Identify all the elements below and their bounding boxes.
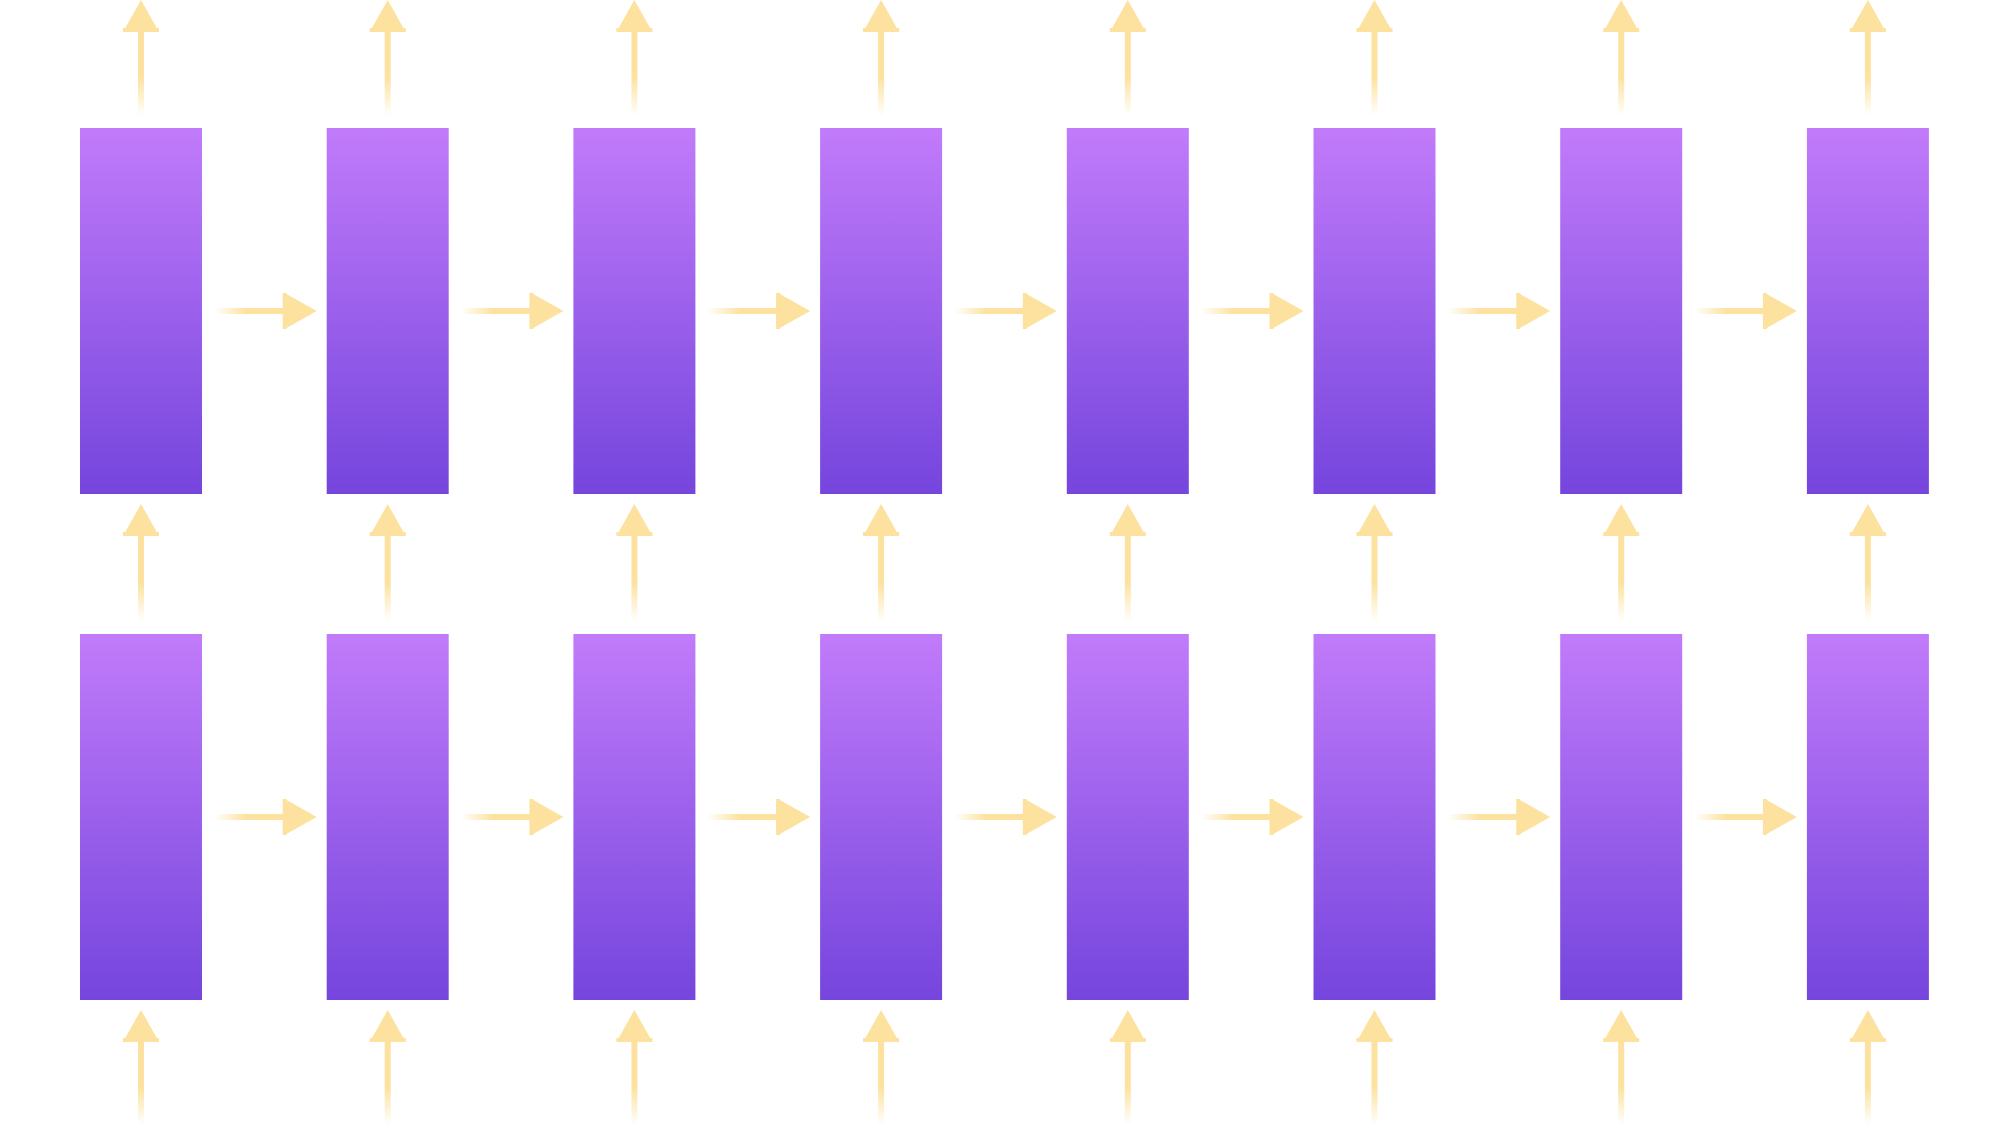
output-arrow-step3 bbox=[616, 0, 653, 116]
rnn-cell-layer2-step6 bbox=[1313, 634, 1436, 1000]
recurrent-arrow-layer1-step2 bbox=[460, 293, 564, 329]
inter-layer-arrow-step3 bbox=[616, 504, 653, 622]
rnn-cell-layer2-step3 bbox=[573, 634, 696, 1000]
rnn-cell-layer1-step3 bbox=[573, 128, 696, 494]
output-arrow-step1 bbox=[123, 0, 159, 116]
input-arrow-step1 bbox=[123, 1010, 159, 1125]
inter-layer-arrow-step1 bbox=[123, 504, 159, 622]
output-arrow-step4 bbox=[863, 0, 900, 116]
inter-layer-arrow-step2 bbox=[369, 504, 406, 622]
rnn-cell-layer2-step5 bbox=[1066, 634, 1189, 1000]
recurrent-arrow-layer1-step3 bbox=[707, 293, 811, 329]
output-arrow-step5 bbox=[1109, 0, 1146, 116]
inter-layer-arrow-step4 bbox=[863, 504, 900, 622]
inter-layer-arrow-step8 bbox=[1849, 504, 1886, 622]
rnn-cell-layer1-step2 bbox=[326, 128, 449, 494]
rnn-cell-layer2-step8 bbox=[1806, 634, 1929, 1000]
recurrent-arrow-layer2-step2 bbox=[460, 799, 564, 835]
input-arrow-step3 bbox=[616, 1010, 653, 1125]
recurrent-arrow-layer2-step3 bbox=[707, 799, 811, 835]
recurrent-arrow-layer2-step4 bbox=[954, 799, 1057, 835]
recurrent-arrow-layer1-step6 bbox=[1447, 293, 1551, 329]
rnn-cell-layer1-step6 bbox=[1313, 128, 1436, 494]
input-arrow-step6 bbox=[1356, 1010, 1393, 1125]
recurrent-arrow-layer1-step4 bbox=[954, 293, 1057, 329]
recurrent-arrow-layer2-step1 bbox=[214, 799, 317, 835]
rnn-cell-layer1-step5 bbox=[1066, 128, 1189, 494]
rnn-cell-layer2-step1 bbox=[80, 634, 202, 1000]
inter-layer-arrow-step6 bbox=[1356, 504, 1393, 622]
input-arrow-step5 bbox=[1109, 1010, 1146, 1125]
inter-layer-arrow-step7 bbox=[1603, 504, 1640, 622]
rnn-cell-layer1-step8 bbox=[1806, 128, 1929, 494]
rnn-cell-layer2-step2 bbox=[326, 634, 449, 1000]
output-arrow-step2 bbox=[369, 0, 406, 116]
recurrent-arrow-layer2-step7 bbox=[1694, 799, 1797, 835]
input-arrow-step4 bbox=[863, 1010, 900, 1125]
rnn-cell-layer1-step1 bbox=[80, 128, 202, 494]
rnn-cell-layer1-step7 bbox=[1560, 128, 1683, 494]
arrows-group bbox=[123, 0, 1886, 1125]
cells-group bbox=[80, 128, 1929, 1000]
recurrent-arrow-layer1-step7 bbox=[1694, 293, 1797, 329]
output-arrow-step8 bbox=[1849, 0, 1886, 116]
input-arrow-step7 bbox=[1603, 1010, 1640, 1125]
recurrent-arrow-layer2-step6 bbox=[1447, 799, 1551, 835]
recurrent-arrow-layer1-step1 bbox=[214, 293, 317, 329]
output-arrow-step6 bbox=[1356, 0, 1393, 116]
recurrent-arrow-layer2-step5 bbox=[1200, 799, 1304, 835]
inter-layer-arrow-step5 bbox=[1109, 504, 1146, 622]
rnn-cell-layer1-step4 bbox=[820, 128, 943, 494]
recurrent-arrow-layer1-step5 bbox=[1200, 293, 1304, 329]
rnn-cell-layer2-step7 bbox=[1560, 634, 1683, 1000]
rnn-cell-layer2-step4 bbox=[820, 634, 943, 1000]
output-arrow-step7 bbox=[1603, 0, 1640, 116]
input-arrow-step2 bbox=[369, 1010, 406, 1125]
input-arrow-step8 bbox=[1849, 1010, 1886, 1125]
